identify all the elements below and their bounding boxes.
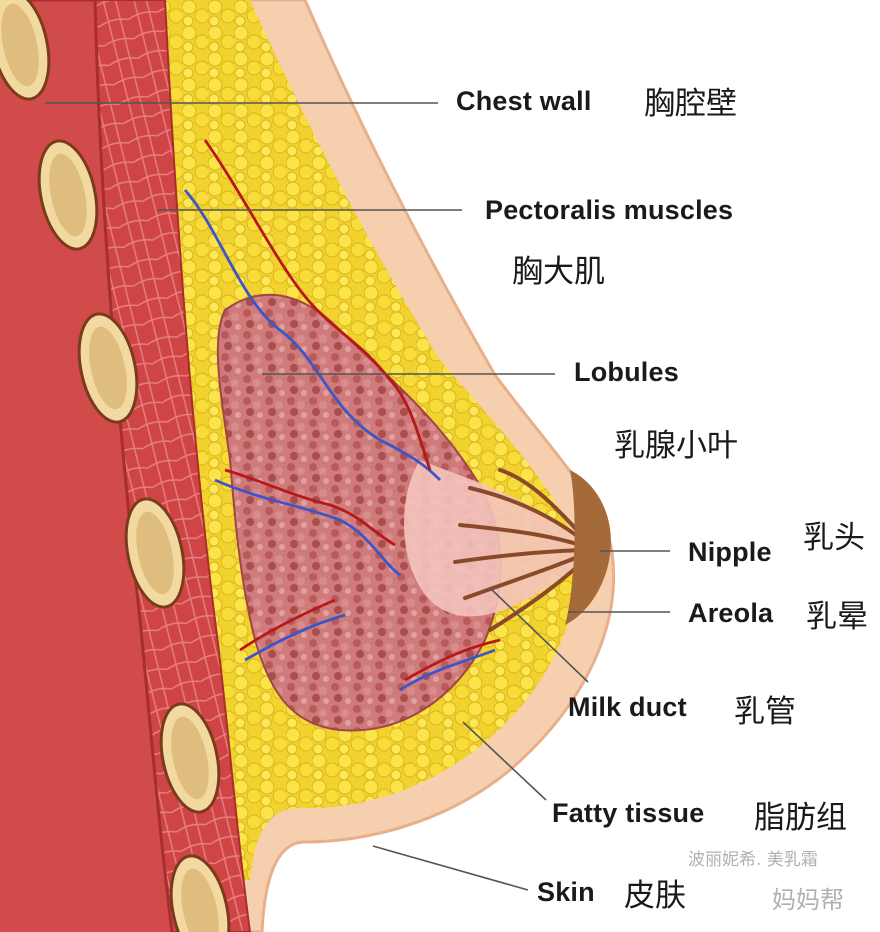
label-nipple-zh: 乳头 [803, 520, 865, 556]
label-skin-zh: 皮肤 [624, 878, 686, 914]
rib-1-marrow [1, 3, 39, 87]
rib-4-marrow [136, 511, 174, 595]
label-nipple: Nipple [688, 537, 772, 567]
rib-5-marrow [171, 716, 209, 800]
leader-skin [372, 845, 529, 891]
chest-wall-band [0, 0, 172, 932]
sinus-region [403, 460, 595, 617]
leader-fatty-tissue [462, 721, 547, 801]
nipple-shape [565, 470, 611, 625]
label-chest-wall-zh: 胸腔壁 [644, 86, 737, 122]
leader-lines [45, 102, 670, 891]
rib-6-marrow [181, 868, 219, 932]
watermark-text: 波丽妮希. 美乳霜 [688, 850, 818, 870]
rib-3-marrow [89, 326, 127, 410]
ribs [0, 0, 231, 932]
label-skin: Skin [537, 877, 595, 907]
label-fatty-tissue-zh: 脂肪组 [754, 800, 847, 836]
label-areola: Areola [688, 598, 774, 628]
label-lobules: Lobules [574, 357, 679, 387]
label-areola-zh: 乳晕 [806, 599, 868, 635]
label-fatty-tissue: Fatty tissue [552, 798, 705, 828]
watermark-logo-text: 妈妈帮 [772, 886, 844, 914]
rib-2-marrow [49, 153, 87, 237]
label-milk-duct-zh: 乳管 [734, 694, 796, 730]
label-chest-wall: Chest wall [456, 86, 592, 116]
leader-milk-duct [489, 587, 589, 683]
label-milk-duct: Milk duct [568, 692, 687, 722]
label-pectoralis-muscles-zh: 胸大肌 [512, 254, 605, 290]
label-lobules-zh: 乳腺小叶 [614, 428, 738, 464]
veins [183, 189, 496, 692]
label-pectoralis-muscles: Pectoralis muscles [485, 195, 734, 225]
